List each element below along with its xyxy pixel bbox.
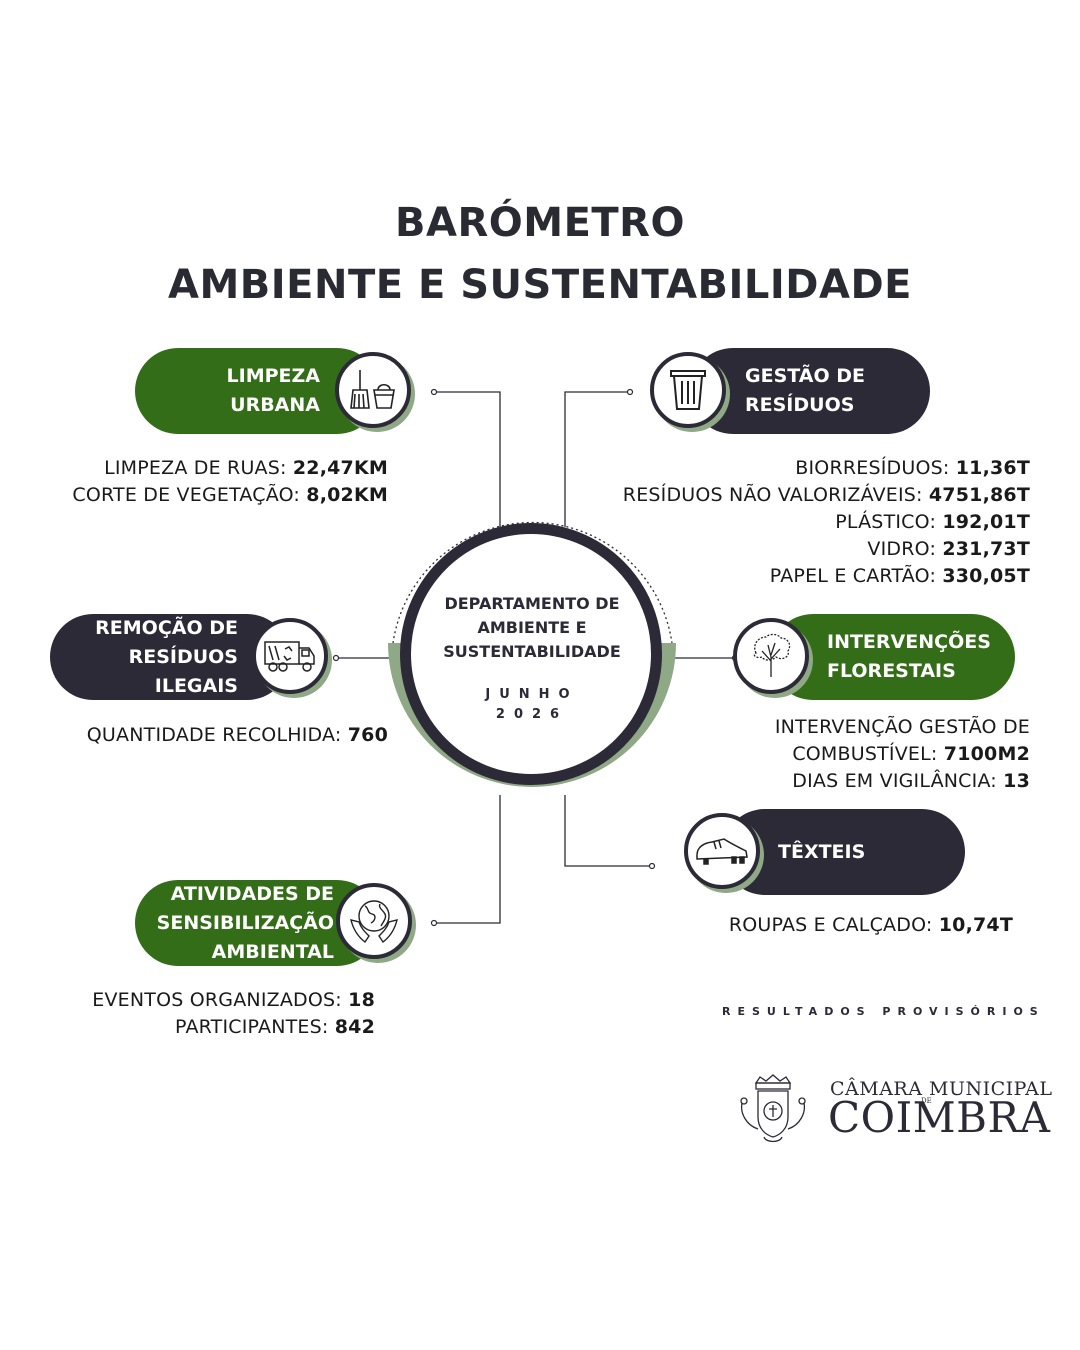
center-circle xyxy=(400,523,662,785)
stat-value: 7100M2 xyxy=(943,743,1030,765)
shoe-icon xyxy=(684,813,760,889)
stat-value: 760 xyxy=(347,724,388,746)
stat-value: 192,01T xyxy=(942,511,1030,533)
pill-remocao-residuos: REMOÇÃO DE RESÍDUOS ILEGAIS xyxy=(50,614,290,700)
remocao-label-2: RESÍDUOS xyxy=(128,645,238,668)
stat-row: PLÁSTICO: 192,01T xyxy=(560,509,1030,536)
stat-label: PAPEL E CARTÃO: xyxy=(769,565,943,587)
stat-label: LIMPEZA DE RUAS: xyxy=(104,457,293,479)
stat-row: EVENTOS ORGANIZADOS: 18 xyxy=(40,987,375,1014)
gestao-stats: BIORRESÍDUOS: 11,36T RESÍDUOS NÃO VALORI… xyxy=(560,455,1030,590)
stat-label: DIAS EM VIGILÂNCIA: xyxy=(792,770,1004,792)
stat-label: CORTE DE VEGETAÇÃO: xyxy=(72,484,307,506)
pill-intervencoes-florestais: INTERVENÇÕES FLORESTAIS xyxy=(770,614,1015,700)
department-name: DEPARTAMENTO DE AMBIENTE E SUSTENTABILID… xyxy=(443,594,621,661)
remocao-label-3: ILEGAIS xyxy=(154,674,238,697)
provisional-results-note: RESULTADOS PROVISÓRIOS xyxy=(722,1005,1045,1018)
stat-row: INTERVENÇÃO GESTÃO DE xyxy=(774,716,1030,738)
stat-value: 10,74T xyxy=(938,914,1013,936)
stat-value: 842 xyxy=(334,1016,375,1038)
stat-label: BIORRESÍDUOS: xyxy=(795,457,956,479)
tree-icon xyxy=(733,618,809,694)
logo-line-1: CÂMARA MUNICIPAL xyxy=(830,1078,1053,1100)
title-line-1: BARÓMETRO xyxy=(395,200,685,246)
florestais-label-2: FLORESTAIS xyxy=(827,660,956,682)
stat-row: CORTE DE VEGETAÇÃO: 8,02KM xyxy=(40,482,388,509)
stat-value: 18 xyxy=(348,989,375,1011)
stat-value: 330,05T xyxy=(942,565,1030,587)
stat-value: 13 xyxy=(1003,770,1030,792)
stat-row: BIORRESÍDUOS: 11,36T xyxy=(560,455,1030,482)
limpeza-stats: LIMPEZA DE RUAS: 22,47KM CORTE DE VEGETA… xyxy=(40,455,388,509)
stat-row: ROUPAS E CALÇADO: 10,74T xyxy=(640,912,1013,939)
stat-row: RESÍDUOS NÃO VALORIZÁVEIS: 4751,86T xyxy=(560,482,1030,509)
globe-hands-icon xyxy=(336,883,412,959)
stat-value: 11,36T xyxy=(955,457,1030,479)
logo-de: DE xyxy=(921,1097,932,1105)
pill-limpeza-urbana: LIMPEZA URBANA xyxy=(135,348,380,434)
stat-label: ROUPAS E CALÇADO: xyxy=(728,914,939,936)
texteis-label: TÊXTEIS xyxy=(778,840,866,863)
stat-value: 8,02KM xyxy=(306,484,388,506)
stat-row: PARTICIPANTES: 842 xyxy=(40,1014,375,1041)
florestais-stats: INTERVENÇÃO GESTÃO DE COMBUSTÍVEL: 7100M… xyxy=(640,714,1030,795)
limpeza-label-2: URBANA xyxy=(230,394,320,416)
coat-of-arms-icon xyxy=(736,1073,811,1147)
stat-row: LIMPEZA DE RUAS: 22,47KM xyxy=(40,455,388,482)
stat-row: QUANTIDADE RECOLHIDA: 760 xyxy=(40,722,388,749)
remocao-label-1: REMOÇÃO DE xyxy=(95,616,238,639)
stat-label: PLÁSTICO: xyxy=(835,511,943,533)
stat-row: VIDRO: 231,73T xyxy=(560,536,1030,563)
stat-value: 4751,86T xyxy=(928,484,1030,506)
stat-row: PAPEL E CARTÃO: 330,05T xyxy=(560,563,1030,590)
trash-bin-icon xyxy=(650,352,726,428)
stat-label: COMBUSTÍVEL: xyxy=(792,743,944,765)
stat-label: EVENTOS ORGANIZADOS: xyxy=(92,989,349,1011)
atividades-label-3: AMBIENTAL xyxy=(211,940,334,963)
title-line-2: AMBIENTE E SUSTENTABILIDADE xyxy=(168,262,912,308)
limpeza-label-1: LIMPEZA xyxy=(226,365,320,387)
stat-value: 22,47KM xyxy=(292,457,388,479)
broom-bucket-icon xyxy=(335,352,411,428)
remocao-stats: QUANTIDADE RECOLHIDA: 760 xyxy=(40,722,388,749)
atividades-label-1: ATIVIDADES DE xyxy=(170,882,334,905)
stat-value: 231,73T xyxy=(942,538,1030,560)
gestao-label-2: RESÍDUOS xyxy=(745,394,855,416)
atividades-stats: EVENTOS ORGANIZADOS: 18 PARTICIPANTES: 8… xyxy=(40,987,375,1041)
stat-row: COMBUSTÍVEL: 7100M2 xyxy=(640,741,1030,768)
pill-texteis: TÊXTEIS xyxy=(722,809,965,895)
logo-line-2: COIMBRA xyxy=(828,1093,1051,1142)
atividades-label-2: SENSIBILIZAÇÃO xyxy=(156,911,334,934)
stat-label: VIDRO: xyxy=(867,538,943,560)
period-month: JUNHO xyxy=(485,687,579,702)
period: JUNHO 2026 xyxy=(424,685,640,725)
period-year: 2026 xyxy=(495,707,569,722)
pill-gestao-residuos: GESTÃO DE RESÍDUOS xyxy=(690,348,930,434)
florestais-label-1: INTERVENÇÕES xyxy=(827,631,991,653)
stat-label: RESÍDUOS NÃO VALORIZÁVEIS: xyxy=(622,484,929,506)
stat-row: DIAS EM VIGILÂNCIA: 13 xyxy=(640,768,1030,795)
stat-label: QUANTIDADE RECOLHIDA: xyxy=(86,724,348,746)
garbage-truck-icon xyxy=(252,618,328,694)
stat-label: PARTICIPANTES: xyxy=(175,1016,335,1038)
gestao-label-1: GESTÃO DE xyxy=(745,365,865,387)
texteis-stats: ROUPAS E CALÇADO: 10,74T xyxy=(640,912,1013,939)
